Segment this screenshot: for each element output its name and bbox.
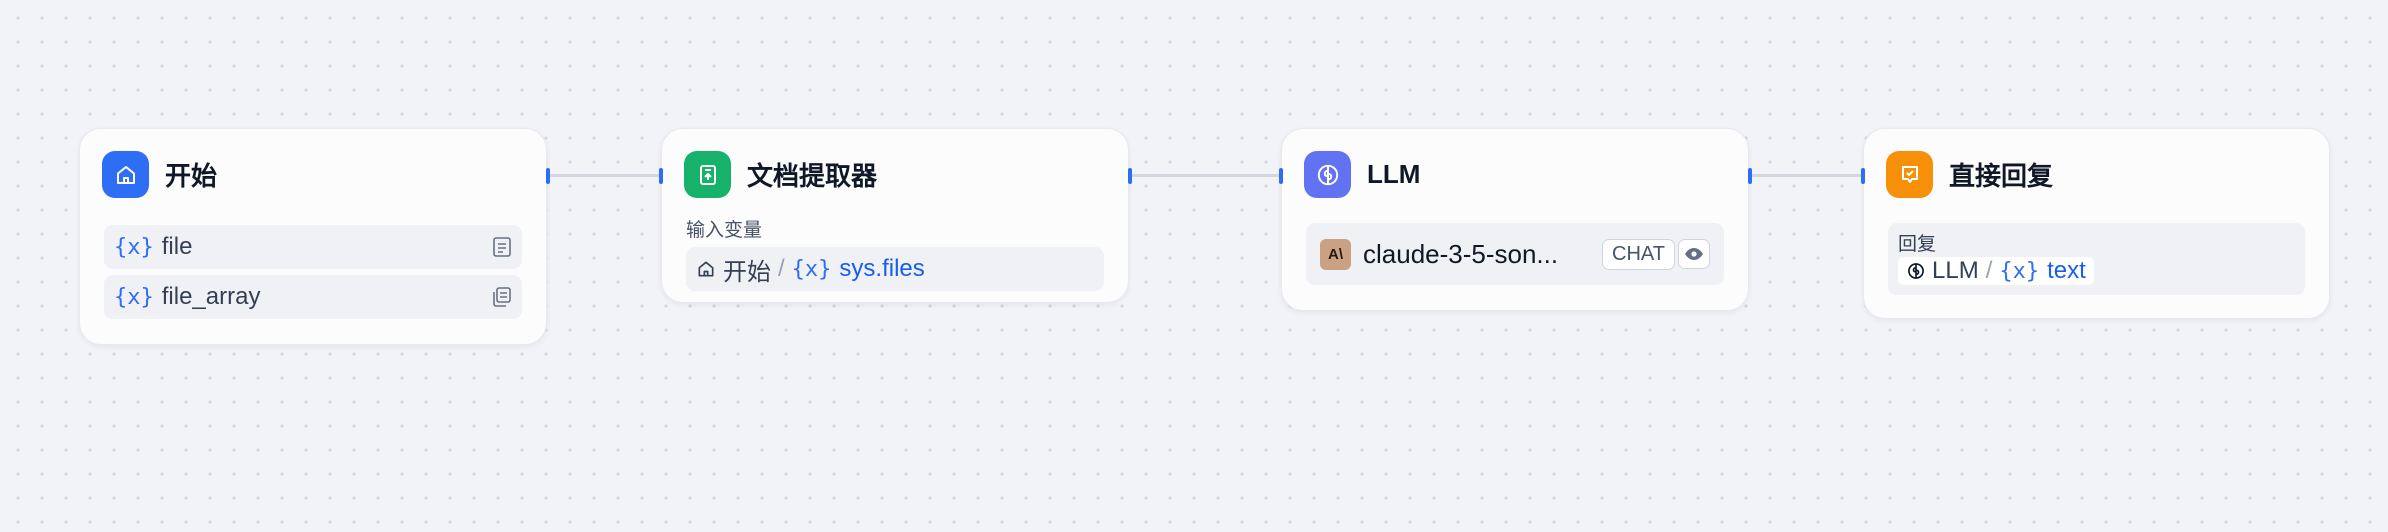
home-icon bbox=[102, 151, 149, 198]
node-title: 开始 bbox=[165, 161, 218, 191]
variable-icon: {x} bbox=[114, 234, 154, 260]
edge-llm-to-answer[interactable] bbox=[1751, 174, 1861, 177]
node-title: LLM bbox=[1367, 159, 1421, 189]
brain-icon bbox=[1906, 261, 1926, 281]
output-handle[interactable] bbox=[1748, 168, 1752, 184]
home-icon bbox=[696, 259, 716, 279]
input-handle[interactable] bbox=[1279, 168, 1283, 184]
model-mode-badge: CHAT bbox=[1602, 238, 1675, 270]
reply-label: 回复 bbox=[1898, 234, 1937, 255]
model-selector[interactable]: A\ claude-3-5-son... CHAT bbox=[1306, 223, 1724, 285]
source-node-name: LLM bbox=[1932, 257, 1979, 284]
input-variable-ref[interactable]: 开始 / {x} sys.files bbox=[686, 247, 1104, 291]
node-title: 直接回复 bbox=[1949, 161, 2054, 191]
documents-icon bbox=[492, 286, 512, 308]
edge-extractor-to-llm[interactable] bbox=[1131, 174, 1279, 177]
output-handle[interactable] bbox=[1128, 168, 1132, 184]
reply-icon bbox=[1886, 151, 1933, 198]
separator: / bbox=[778, 255, 785, 282]
start-var-file[interactable]: {x} file bbox=[104, 225, 522, 269]
brain-icon bbox=[1304, 151, 1351, 198]
input-handle[interactable] bbox=[1861, 168, 1865, 184]
var-name: file_array bbox=[161, 283, 261, 310]
reply-variable-ref[interactable]: LLM / {x} text bbox=[1898, 257, 2094, 285]
reply-content-box[interactable]: 回复 LLM / {x} text bbox=[1888, 223, 2305, 295]
model-name: claude-3-5-son... bbox=[1363, 238, 1559, 269]
source-node-name: 开始 bbox=[723, 258, 771, 286]
eye-icon bbox=[1678, 239, 1710, 269]
llm-node[interactable]: LLM A\ claude-3-5-son... CHAT bbox=[1279, 128, 1752, 311]
node-title: 文档提取器 bbox=[747, 161, 878, 191]
variable-icon: {x} bbox=[791, 256, 832, 282]
variable-name: text bbox=[2047, 257, 2086, 284]
document-icon bbox=[492, 236, 512, 258]
output-handle[interactable] bbox=[546, 168, 550, 184]
variable-icon: {x} bbox=[1999, 258, 2040, 284]
edge-start-to-extractor[interactable] bbox=[549, 174, 659, 177]
answer-node[interactable]: 直接回复 回复 LLM / {x} text bbox=[1861, 128, 2330, 319]
input-variable-label: 输入变量 bbox=[686, 220, 763, 241]
start-node[interactable]: 开始 {x} file {x} file_array bbox=[79, 128, 550, 345]
start-var-file-array[interactable]: {x} file_array bbox=[104, 275, 522, 319]
document-extract-icon bbox=[684, 151, 731, 198]
variable-name: sys.files bbox=[839, 255, 925, 282]
var-name: file bbox=[161, 233, 193, 260]
doc-extractor-node[interactable]: 文档提取器 输入变量 开始 / {x} sys.files bbox=[659, 128, 1132, 303]
anthropic-logo-icon: A\ bbox=[1320, 238, 1351, 270]
input-handle[interactable] bbox=[659, 168, 663, 184]
variable-icon: {x} bbox=[114, 284, 154, 310]
separator: / bbox=[1985, 257, 1993, 284]
